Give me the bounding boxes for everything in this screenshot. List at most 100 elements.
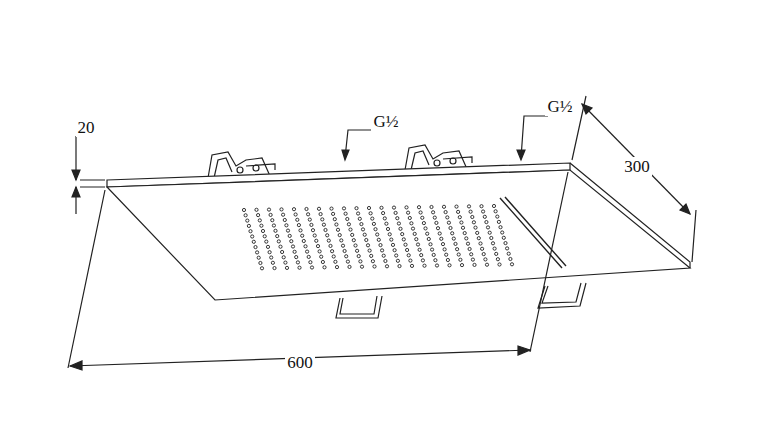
nozzle <box>315 239 318 242</box>
nozzle <box>282 213 285 216</box>
nozzle <box>441 243 444 246</box>
nozzle <box>419 211 422 214</box>
nozzle <box>316 245 319 248</box>
nozzle <box>351 233 354 236</box>
nozzle <box>485 221 488 224</box>
nozzle <box>361 228 364 231</box>
nozzle <box>484 258 487 261</box>
nozzle <box>410 264 413 267</box>
nozzle <box>465 237 468 240</box>
nozzle <box>386 227 389 230</box>
nozzle <box>324 228 327 231</box>
nozzle <box>385 222 388 225</box>
dimension-label: 600 <box>285 353 315 372</box>
dimension-label: G½ <box>545 97 574 116</box>
nozzle <box>358 217 361 220</box>
nozzle <box>332 212 335 215</box>
nozzle <box>349 228 352 231</box>
nozzle <box>382 212 385 215</box>
nozzle <box>346 217 349 220</box>
nozzle <box>260 224 263 227</box>
nozzle <box>354 244 357 247</box>
nozzle <box>246 219 249 222</box>
nozzle <box>460 264 463 267</box>
leader-line <box>517 150 525 160</box>
nozzle <box>335 223 338 226</box>
dimension-label: 300 <box>622 157 652 176</box>
leader-line <box>345 130 372 158</box>
nozzle <box>355 207 358 210</box>
nozzle <box>283 218 286 221</box>
nozzle <box>357 212 360 215</box>
nozzle <box>305 207 308 210</box>
nozzle <box>380 206 383 209</box>
nozzle <box>409 259 412 262</box>
nozzle <box>396 259 399 262</box>
nozzle <box>493 247 496 250</box>
nozzle <box>348 265 351 268</box>
nozzle <box>272 224 275 227</box>
nozzle <box>443 248 446 251</box>
nozzle <box>467 205 470 208</box>
nozzle <box>274 229 277 232</box>
nozzle <box>447 221 450 224</box>
nozzle <box>433 216 436 219</box>
nozzle <box>449 226 452 229</box>
nozzle <box>417 206 420 209</box>
nozzle <box>455 205 458 208</box>
nozzle <box>306 250 309 253</box>
nozzle <box>421 216 424 219</box>
nozzle <box>427 237 430 240</box>
nozzle <box>496 258 499 261</box>
nozzle <box>410 222 413 225</box>
nozzle <box>396 217 399 220</box>
nozzle <box>481 247 484 250</box>
nozzle <box>295 256 298 259</box>
nozzle <box>271 261 274 264</box>
nozzle <box>507 252 510 255</box>
nozzle <box>420 254 423 257</box>
nozzle <box>344 212 347 215</box>
nozzle <box>292 208 295 211</box>
nozzle <box>446 258 449 261</box>
nozzle <box>321 260 324 263</box>
nozzle <box>323 266 326 269</box>
nozzle <box>421 259 424 262</box>
nozzle <box>336 228 339 231</box>
nozzle <box>498 263 501 266</box>
nozzle <box>442 205 445 208</box>
nozzle <box>267 208 270 211</box>
nozzle <box>460 221 463 224</box>
nozzle <box>282 256 285 259</box>
nozzle <box>426 232 429 235</box>
nozzle <box>431 248 434 251</box>
nozzle <box>402 238 405 241</box>
nozzle <box>318 250 321 253</box>
nozzle <box>404 243 407 246</box>
nozzle <box>382 254 385 257</box>
nozzle <box>333 218 336 221</box>
nozzle <box>322 223 325 226</box>
nozzle <box>345 255 348 258</box>
plate-edge <box>570 163 690 268</box>
nozzle <box>488 231 491 234</box>
nozzle <box>438 232 441 235</box>
nozzle <box>285 224 288 227</box>
leader-line <box>521 116 548 158</box>
mounting-bracket <box>542 283 581 303</box>
nozzle <box>399 227 402 230</box>
nozzle <box>422 222 425 225</box>
dimension-label: 20 <box>76 118 97 137</box>
nozzle <box>294 213 297 216</box>
nozzle <box>499 226 502 229</box>
nozzle <box>483 215 486 218</box>
nozzle <box>509 257 512 260</box>
nozzle <box>435 264 438 267</box>
nozzle <box>369 212 372 215</box>
nozzle <box>423 264 426 267</box>
nozzle <box>385 265 388 268</box>
nozzle <box>501 231 504 234</box>
nozzle <box>280 208 283 211</box>
nozzle <box>296 261 299 264</box>
nozzle <box>388 233 391 236</box>
